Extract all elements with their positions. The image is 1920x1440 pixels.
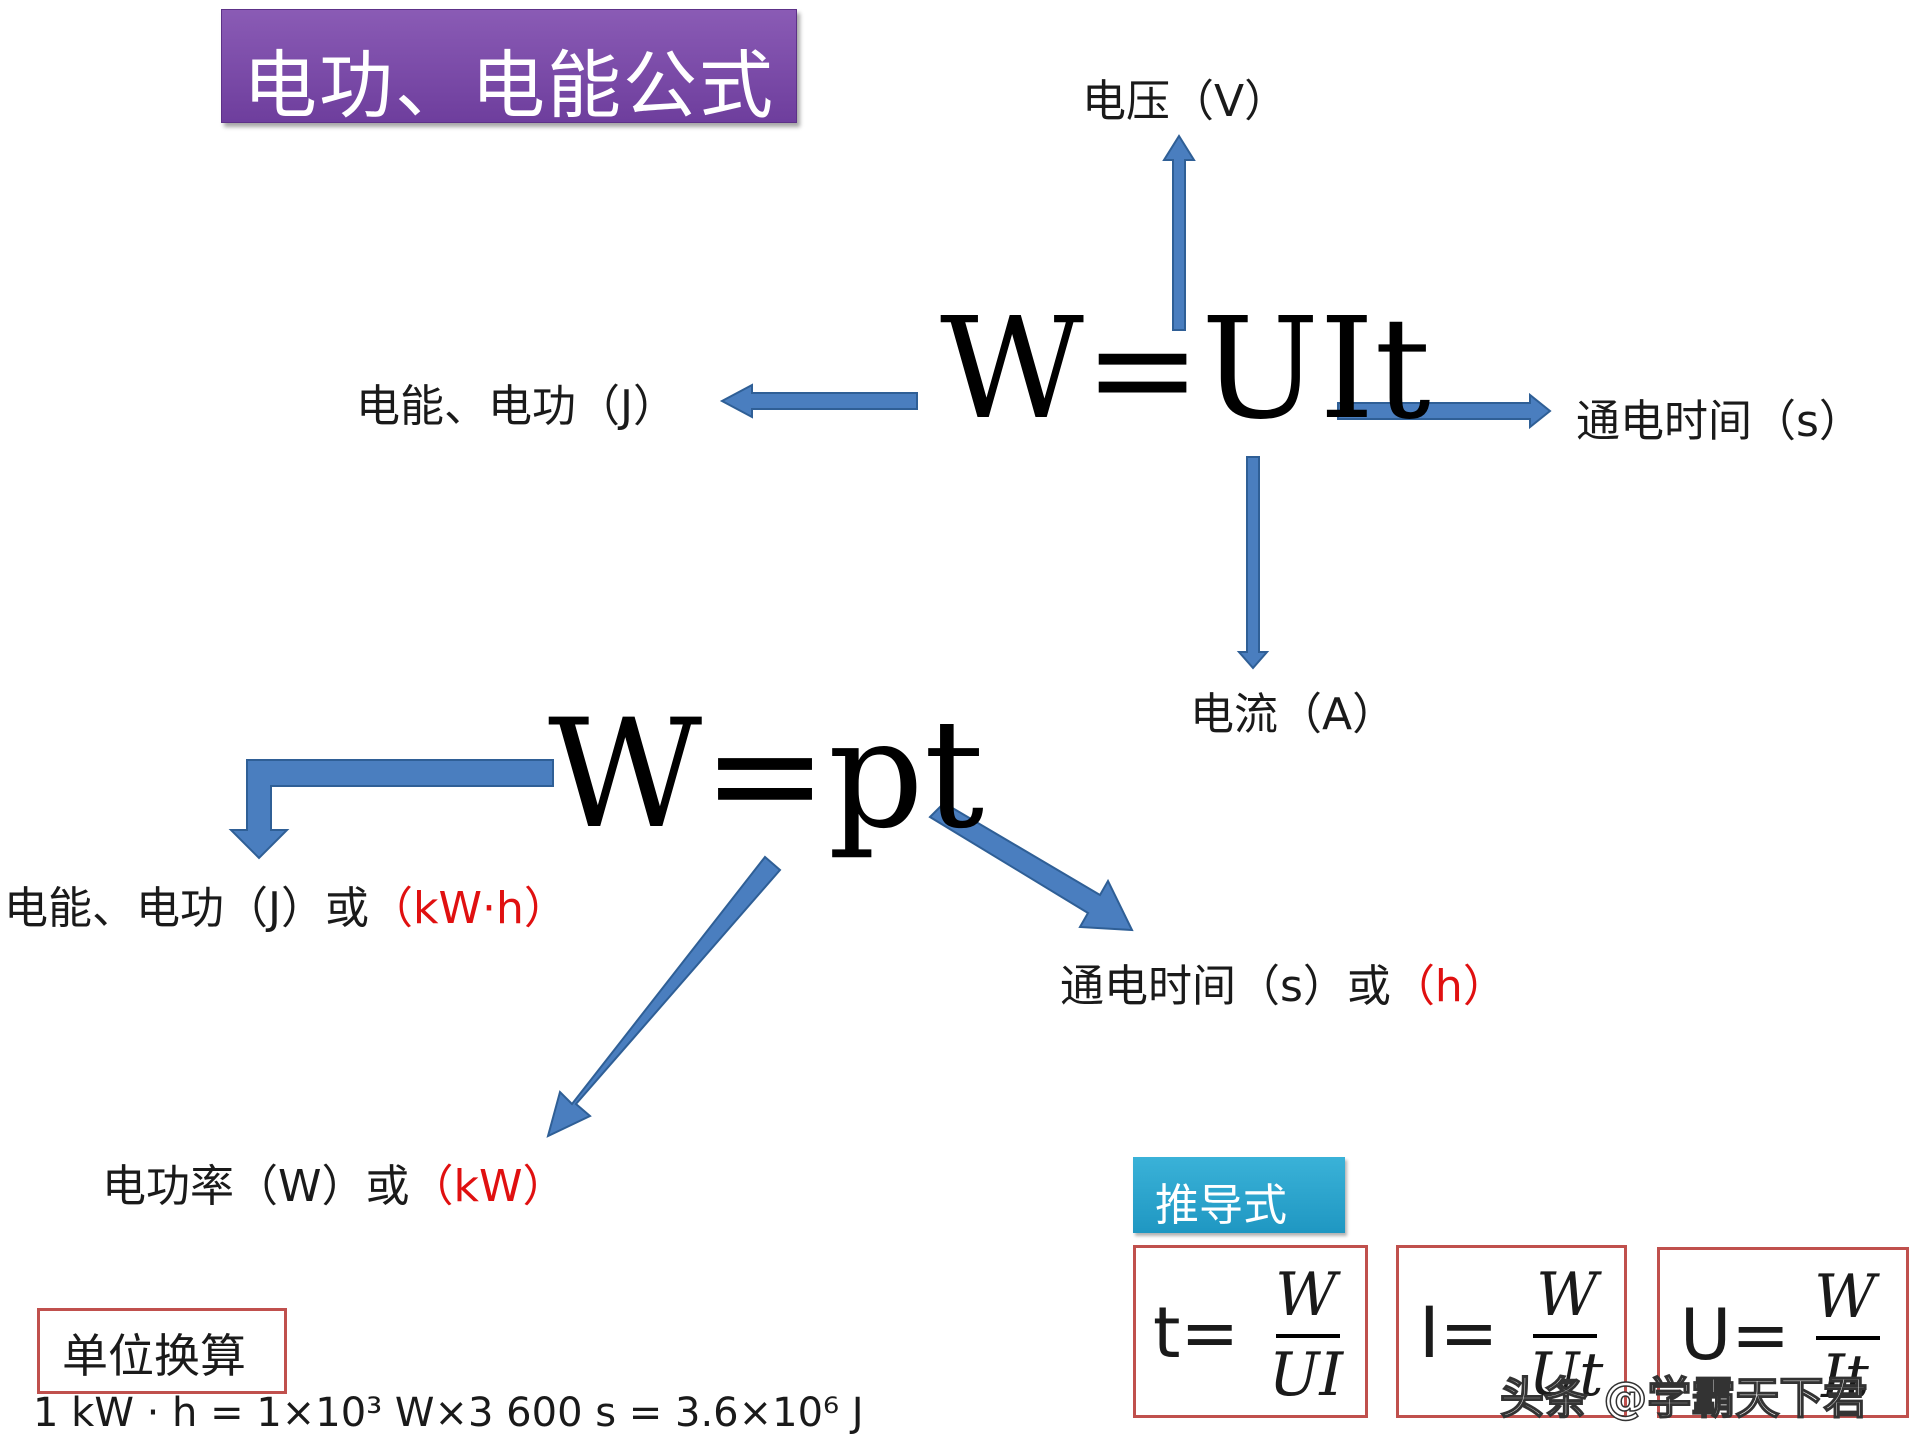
derived-formula-u: U= W It bbox=[1657, 1247, 1909, 1418]
formula-i-numerator: W bbox=[1536, 1260, 1598, 1330]
formula-u-numerator: W bbox=[1814, 1262, 1876, 1332]
arrow-diag-time bbox=[928, 801, 1134, 932]
label-current: 电流（A） bbox=[1190, 689, 1397, 740]
arrow-bent-energy bbox=[228, 759, 554, 860]
label-power-text: 电功率（W）或 bbox=[102, 1161, 410, 1212]
unit-conversion-label: 单位换算 bbox=[62, 1329, 246, 1383]
watermark: 头条 @学霸天下君 bbox=[1499, 1372, 1868, 1425]
unit-conversion-box: 单位换算 bbox=[37, 1308, 287, 1394]
formula-u-lhs: U= bbox=[1680, 1294, 1790, 1376]
label-energy-work: 电能、电功（J） bbox=[356, 381, 677, 432]
formula-u-fraction-bar bbox=[1816, 1336, 1880, 1340]
arrow-left-energy bbox=[719, 383, 918, 419]
label-voltage: 电压（V） bbox=[1082, 76, 1289, 127]
derived-formula-i: I= W Ut bbox=[1396, 1245, 1627, 1418]
page-title: 电功、电能公式 bbox=[243, 43, 775, 129]
formula-t-fraction-bar bbox=[1276, 1334, 1340, 1338]
derived-formula-t: t= W UI bbox=[1133, 1245, 1368, 1418]
derived-label: 推导式 bbox=[1155, 1180, 1287, 1231]
formula-w-pt: W=pt bbox=[548, 688, 985, 862]
label-time: 通电时间（s） bbox=[1576, 396, 1863, 447]
arrow-right-time bbox=[1337, 392, 1552, 430]
label-kwh-unit: （kW·h） bbox=[368, 883, 568, 934]
label-time-text: 通电时间（s）或 bbox=[1060, 961, 1391, 1012]
formula-u-denominator: It bbox=[1821, 1342, 1869, 1412]
arrow-diag-power bbox=[546, 855, 782, 1138]
arrow-down-current bbox=[1236, 456, 1270, 670]
label-kw-unit: （kW） bbox=[409, 1161, 567, 1212]
formula-t-numerator: W bbox=[1275, 1260, 1337, 1330]
label-hour-unit: （h） bbox=[1390, 961, 1507, 1012]
title-banner: 电功、电能公式 bbox=[221, 9, 797, 129]
formula-t-denominator: UI bbox=[1268, 1340, 1344, 1410]
formula-i-lhs: I= bbox=[1419, 1292, 1499, 1374]
label-energy-text: 电能、电功（J）或 bbox=[4, 883, 369, 934]
formula-w-uit: W=UIt bbox=[940, 288, 1431, 451]
formula-i-denominator: Ut bbox=[1528, 1340, 1604, 1410]
arrow-up-voltage bbox=[1162, 134, 1196, 331]
label-time-hours: 通电时间（s）或（h） bbox=[1060, 950, 1507, 1014]
formula-t-lhs: t= bbox=[1153, 1292, 1240, 1374]
formula-i-fraction-bar bbox=[1533, 1334, 1597, 1338]
label-energy-work-kwh: 电能、电功（J）或（kW·h） bbox=[4, 872, 568, 936]
label-power: 电功率（W）或（kW） bbox=[102, 1150, 567, 1214]
derived-banner: 推导式 bbox=[1133, 1157, 1345, 1233]
unit-conversion-equation: 1 kW · h = 1×10³ W×3 600 s = 3.6×10⁶ J bbox=[33, 1390, 864, 1436]
